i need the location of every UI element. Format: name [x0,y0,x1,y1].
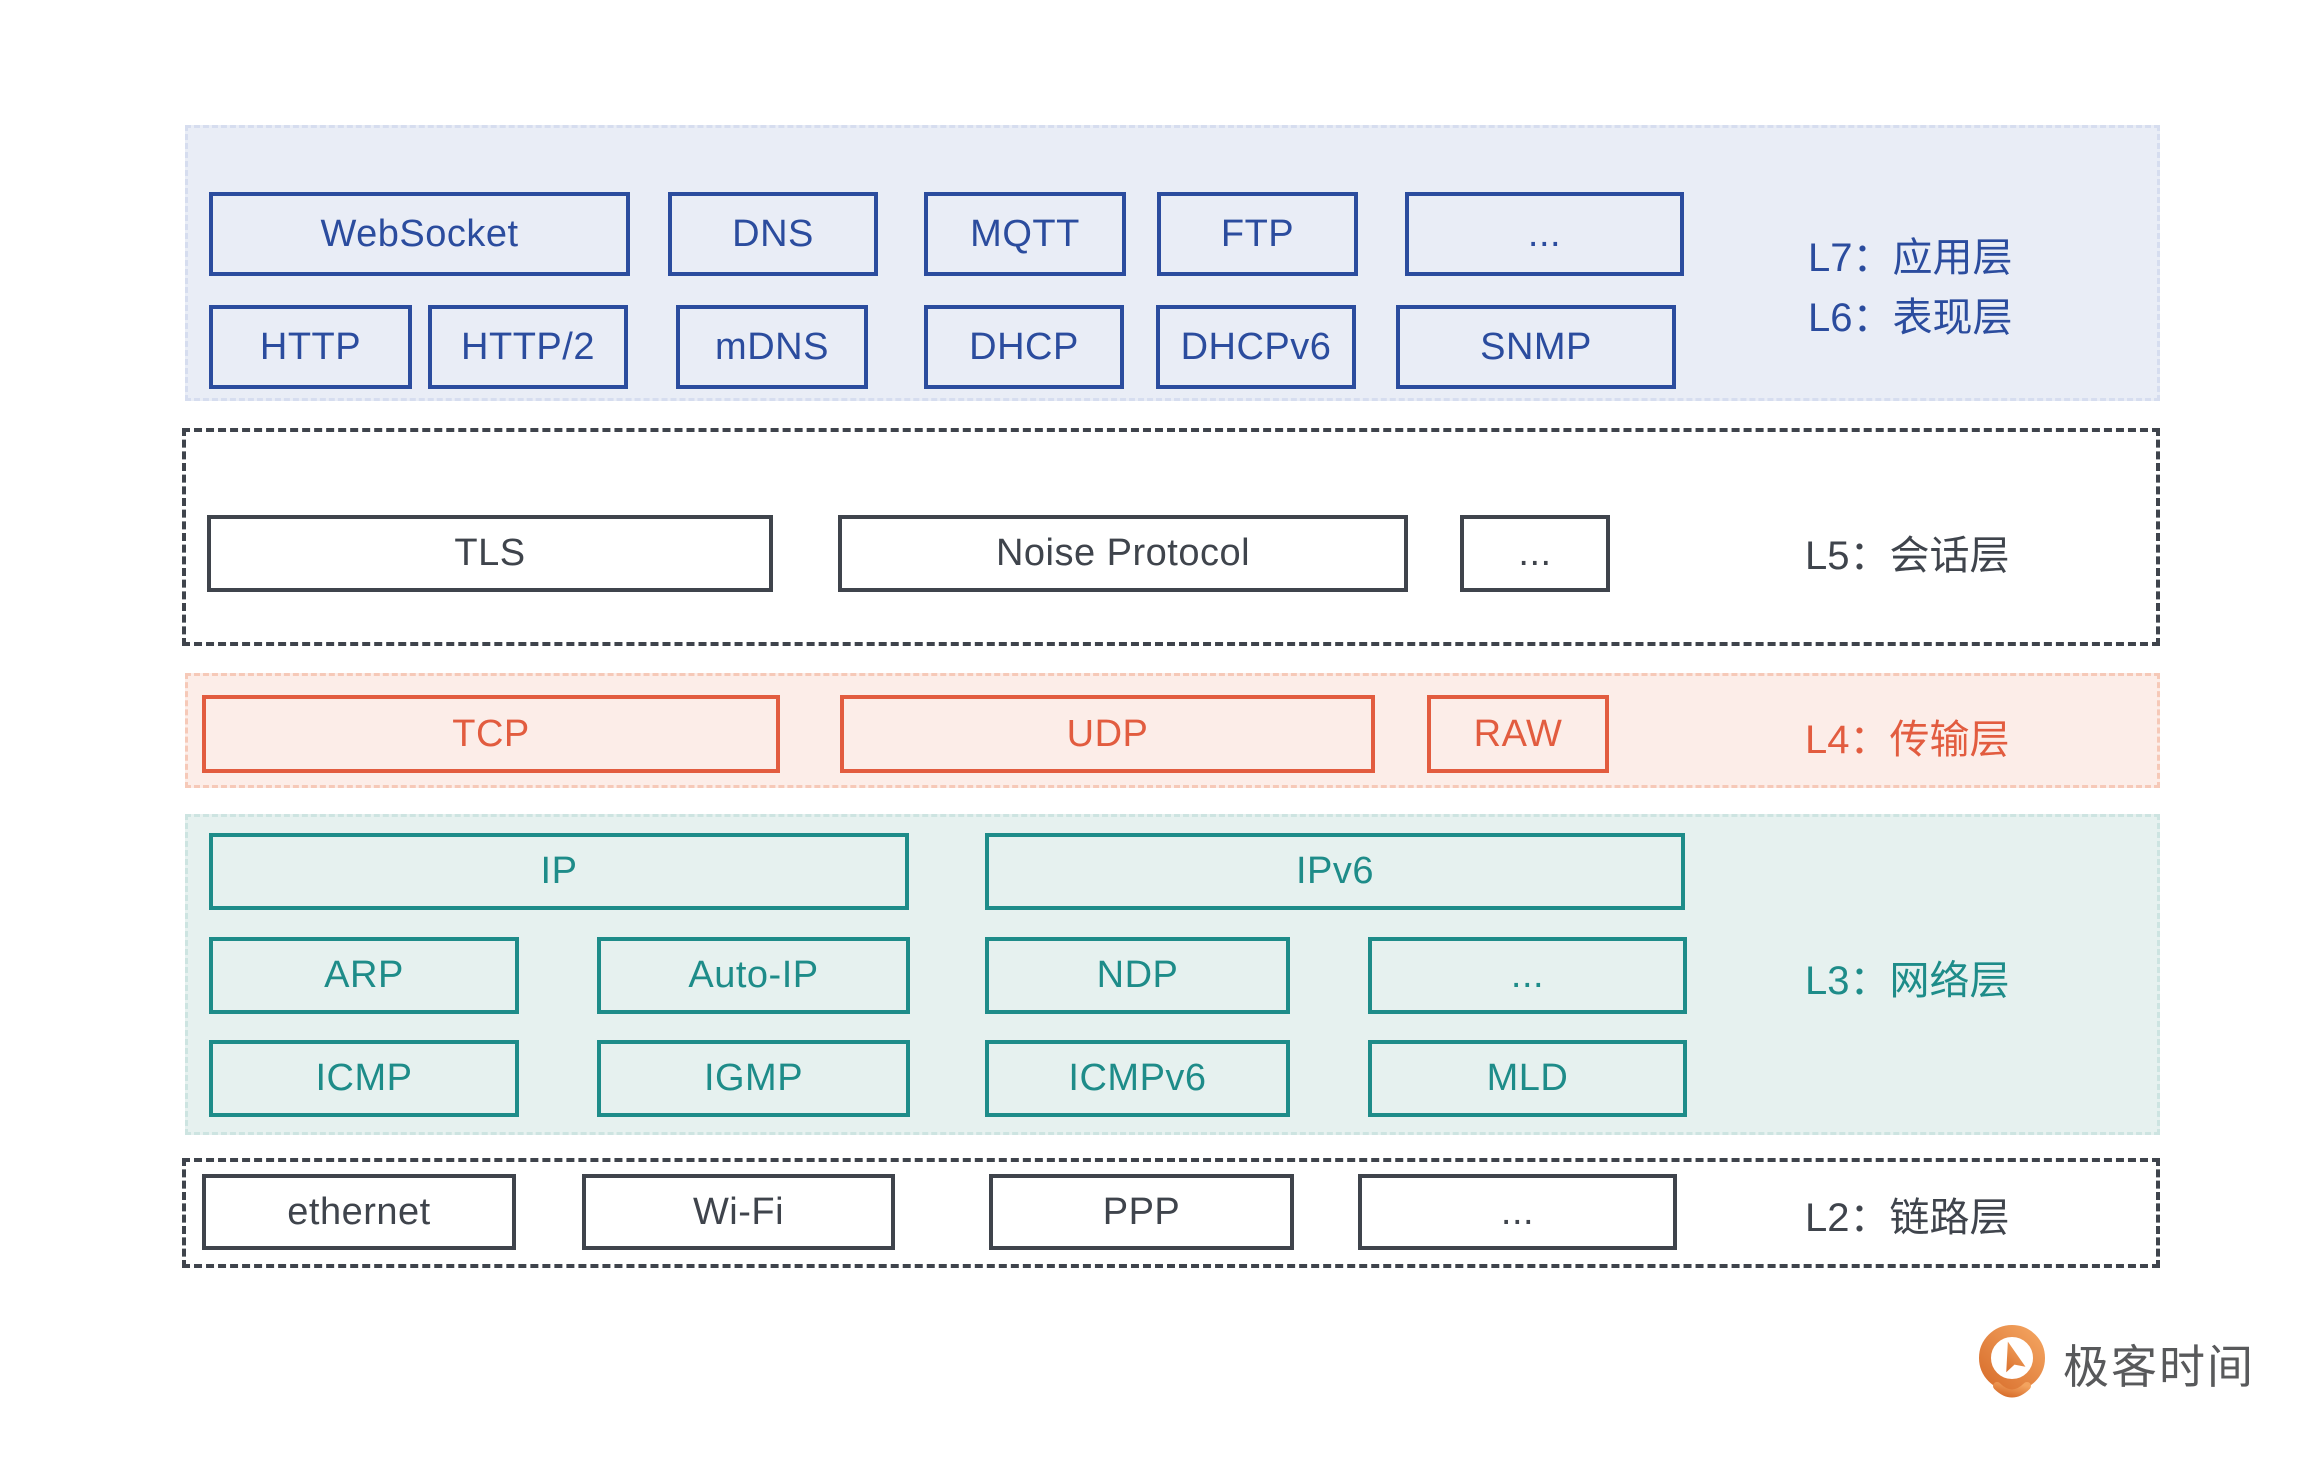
protocol-box-ip: IP [209,833,909,910]
protocol-box-http: HTTP [209,305,412,389]
protocol-box-udp: UDP [840,695,1375,773]
layer-label-l4: L4：传输层 [1805,718,2010,762]
protocol-box-mdns: mDNS [676,305,868,389]
layer-label-l7l6: L7：应用层 L6：表现层 [1808,228,2013,348]
protocol-box-auto-ip: Auto-IP [597,937,910,1014]
layer-section-l2: ethernet Wi-Fi PPP ... L2：链路层 [182,1158,2160,1268]
layer-label-l5: L5：会话层 [1805,534,2010,578]
protocol-box-snmp: SNMP [1396,305,1676,389]
protocol-box-noise-protocol: Noise Protocol [838,515,1408,592]
protocol-box-ipv6: IPv6 [985,833,1685,910]
protocol-box-dns: DNS [668,192,878,276]
layer-section-l3: IP IPv6 ARP Auto-IP NDP ... ICMP IGMP IC… [185,814,2160,1135]
protocol-box-l3-more: ... [1368,937,1687,1014]
protocol-box-icmpv6: ICMPv6 [985,1040,1290,1117]
protocol-box-dhcp: DHCP [924,305,1124,389]
protocol-box-wifi: Wi-Fi [582,1174,895,1250]
geektime-logo: 极客时间 [1975,1322,2255,1406]
protocol-box-websocket: WebSocket [209,192,630,276]
protocol-box-l2-more: ... [1358,1174,1677,1250]
protocol-box-l5-more: ... [1460,515,1610,592]
protocol-box-igmp: IGMP [597,1040,910,1117]
protocol-box-ppp: PPP [989,1174,1294,1250]
layer-section-l4: TCP UDP RAW L4：传输层 [185,673,2160,788]
protocol-box-l7-more: ... [1405,192,1684,276]
layer-label-l7: L7：应用层 [1808,236,2013,280]
protocol-box-ftp: FTP [1157,192,1358,276]
protocol-box-icmp: ICMP [209,1040,519,1117]
protocol-box-tcp: TCP [202,695,780,773]
layer-label-l6: L6：表现层 [1808,296,2013,340]
protocol-box-mld: MLD [1368,1040,1687,1117]
layer-label-l3: L3：网络层 [1805,959,2010,1003]
geektime-pin-icon [1975,1322,2049,1406]
protocol-box-raw: RAW [1427,695,1609,773]
layer-section-l7l6: WebSocket DNS MQTT FTP ... HTTP HTTP/2 m… [185,125,2160,401]
geektime-logo-text: 极客时间 [2063,1341,2255,1393]
protocol-box-ndp: NDP [985,937,1290,1014]
protocol-box-tls: TLS [207,515,773,592]
protocol-box-dhcpv6: DHCPv6 [1156,305,1356,389]
protocol-box-arp: ARP [209,937,519,1014]
protocol-box-ethernet: ethernet [202,1174,516,1250]
protocol-box-mqtt: MQTT [924,192,1126,276]
protocol-box-http2: HTTP/2 [428,305,628,389]
layer-section-l5: TLS Noise Protocol ... L5：会话层 [182,428,2160,646]
layer-label-l2: L2：链路层 [1805,1196,2010,1240]
